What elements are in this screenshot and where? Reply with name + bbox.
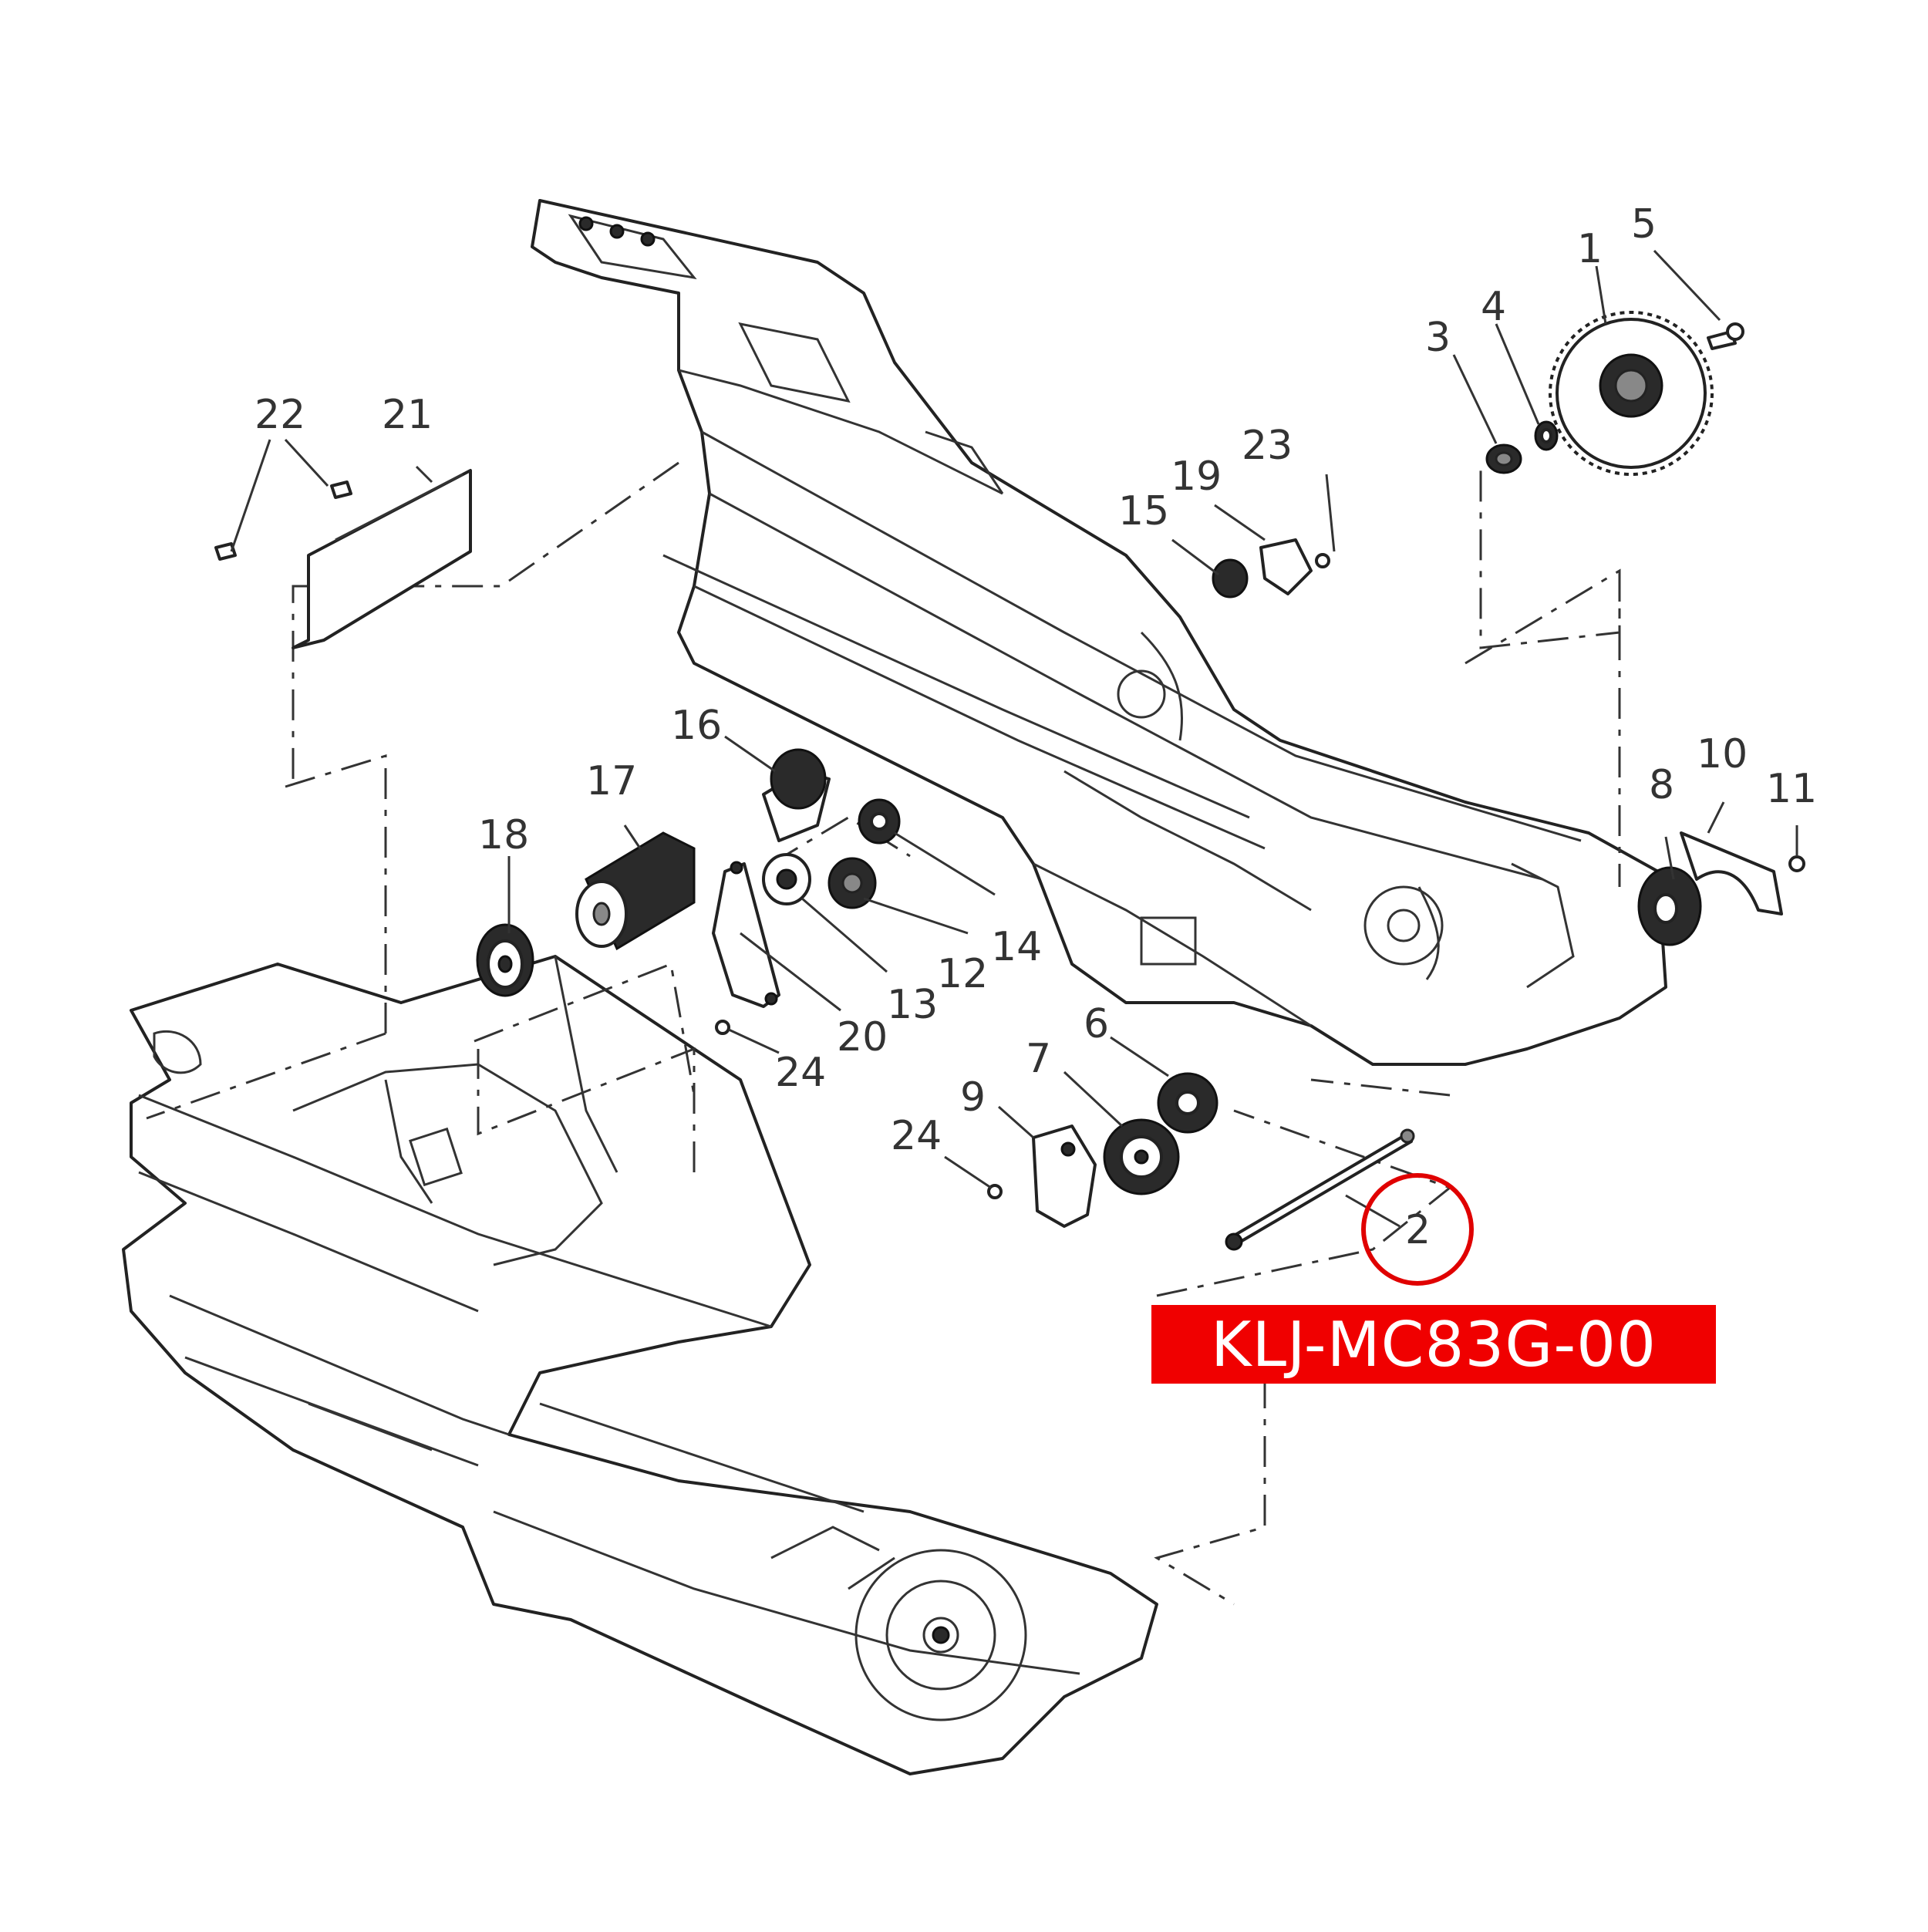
part-roller-18 (476, 923, 534, 997)
part-disc-19 (1259, 538, 1313, 595)
part-screw-11 (1788, 855, 1805, 872)
callout-22: 22 (254, 392, 305, 438)
leader-lines (230, 249, 1798, 1228)
lower-frame (122, 955, 1158, 1775)
part-washer-4 (1534, 420, 1559, 451)
part-screw-23 (1315, 553, 1330, 568)
part-shaft-2 (1225, 1128, 1415, 1251)
part-gear-13 (762, 853, 811, 905)
part-roller-17 (575, 831, 696, 951)
callout-9: 9 (960, 1074, 986, 1121)
callout-23: 23 (1242, 423, 1293, 469)
callout-24-lower: 24 (775, 1050, 826, 1096)
callout-1: 1 (1577, 226, 1603, 272)
callout-labels: 1 2 3 4 5 6 7 8 9 10 11 12 13 14 15 16 1… (254, 201, 1817, 1253)
callout-21: 21 (382, 392, 433, 438)
callout-6: 6 (1084, 1001, 1109, 1047)
callout-12: 12 (937, 951, 988, 997)
callout-15: 15 (1118, 488, 1169, 534)
part-gear-6 (1157, 1072, 1218, 1134)
callout-8: 8 (1649, 762, 1674, 808)
callout-17: 17 (586, 758, 637, 804)
callout-16: 16 (671, 703, 722, 749)
callout-3: 3 (1425, 315, 1451, 361)
callout-10: 10 (1697, 731, 1748, 777)
part-number-banner: KLJ-MC83G-00 (1151, 1305, 1716, 1384)
callout-11: 11 (1766, 766, 1817, 812)
callout-7: 7 (1026, 1036, 1051, 1082)
part-pin-5 (1707, 322, 1744, 350)
part-number-text: KLJ-MC83G-00 (1211, 1308, 1657, 1381)
part-gear-14 (858, 798, 901, 845)
callout-24-upper: 24 (891, 1113, 942, 1159)
callout-14: 14 (991, 924, 1042, 970)
part-roller-8 (1637, 866, 1702, 946)
part-cover-21 (292, 469, 472, 649)
callout-13: 13 (887, 982, 938, 1028)
part-roller-16 (762, 748, 831, 842)
callout-19: 19 (1171, 453, 1222, 500)
part-sprocket-1 (1549, 311, 1714, 476)
part-plate-10 (1680, 831, 1783, 915)
callout-18: 18 (478, 812, 529, 858)
part-gear-7 (1103, 1118, 1180, 1195)
highlight-circle (1361, 1173, 1474, 1286)
callout-4: 4 (1481, 284, 1506, 330)
part-gear-12 (827, 857, 877, 909)
part-screw-24a (715, 1020, 730, 1035)
upper-frame (531, 199, 1667, 1066)
callout-20: 20 (837, 1014, 888, 1060)
part-screw-22 (214, 480, 352, 561)
callout-5: 5 (1631, 201, 1657, 248)
part-gear-15 (1212, 558, 1249, 598)
part-lever-20 (712, 861, 780, 1008)
part-bearing-3 (1485, 443, 1522, 474)
part-screw-24b (987, 1184, 1003, 1199)
callout-2: 2 (1405, 1207, 1431, 1253)
part-bracket-9 (1032, 1124, 1097, 1228)
